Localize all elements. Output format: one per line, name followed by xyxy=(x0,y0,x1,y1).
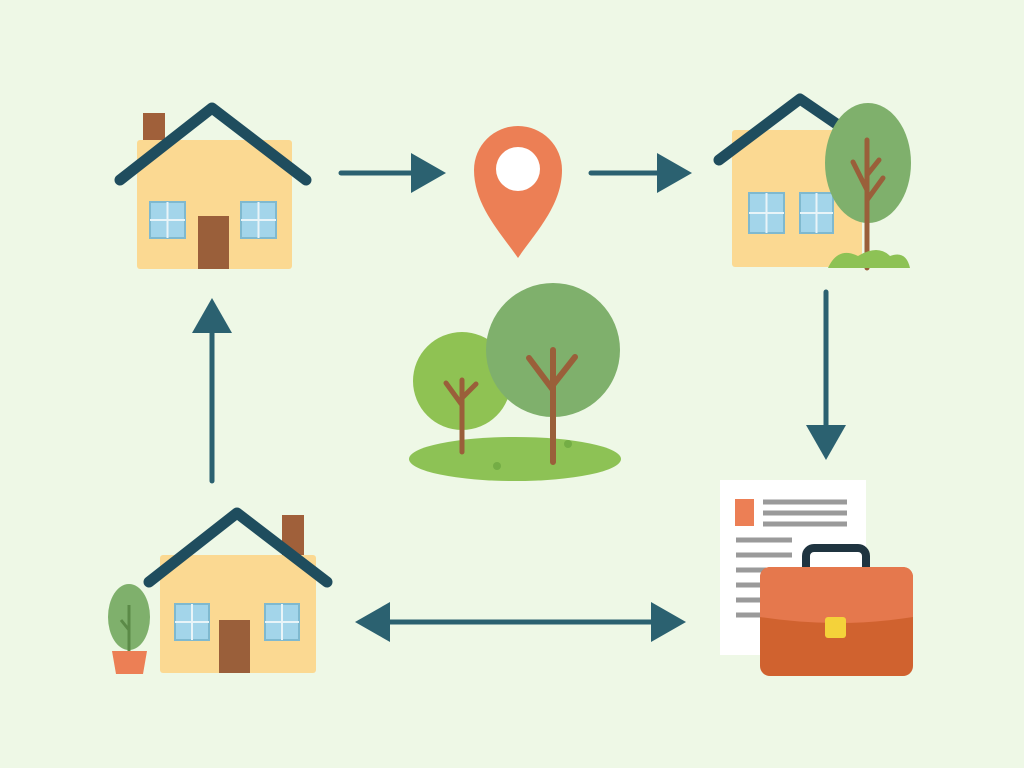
park-trees-icon xyxy=(409,283,621,481)
location-pin-icon xyxy=(474,126,562,258)
house-start-icon xyxy=(114,102,312,269)
house-with-tree-icon xyxy=(713,93,911,271)
house-with-plant-icon xyxy=(108,507,333,674)
briefcase-icon xyxy=(760,544,913,676)
